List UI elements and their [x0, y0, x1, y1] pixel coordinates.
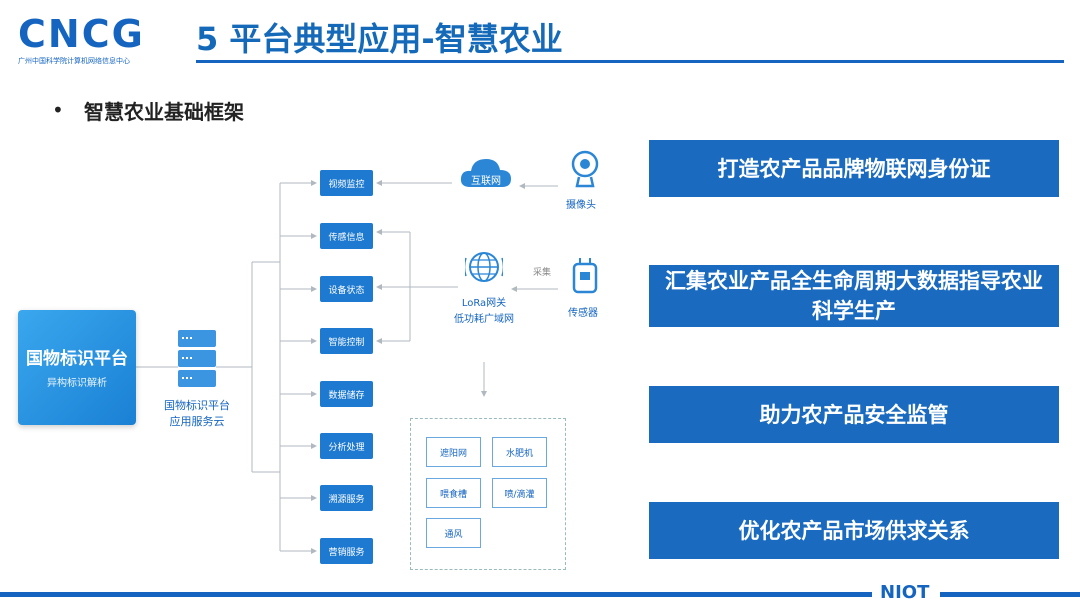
globe-icon	[465, 252, 503, 282]
section-subtitle: 智慧农业基础框架	[84, 100, 244, 124]
module-video-monitor: 视频监控	[320, 170, 373, 196]
platform-subtitle: 异构标识解析	[47, 378, 107, 389]
collect-label: 采集	[533, 268, 552, 278]
module-marketing: 营销服务	[320, 538, 373, 564]
footer-rule-left	[0, 592, 872, 597]
feature-box-2: 汇集农业产品全生命周期大数据指导农业科学生产	[649, 265, 1059, 327]
device-feeder: 喂食槽	[426, 478, 481, 508]
device-irrigation: 喷/滴灌	[492, 478, 547, 508]
logo-subtitle: 广州中国科学院计算机网络信息中心	[18, 57, 130, 65]
feature-box-4: 优化农产品市场供求关系	[649, 502, 1059, 559]
platform-title: 国物标识平台	[26, 349, 128, 369]
footer-rule-right	[940, 592, 1080, 597]
module-data-storage: 数据储存	[320, 381, 373, 407]
sensor-icon	[572, 258, 598, 294]
platform-box: 国物标识平台 异构标识解析	[18, 310, 136, 425]
footer-brand: NIOT	[880, 582, 930, 603]
device-ventilation: 通风	[426, 518, 481, 548]
sensor-label: 传感器	[568, 308, 598, 319]
cloud-icon	[460, 159, 511, 187]
cloud-service-label: 国物标识平台 应用服务云	[164, 399, 230, 428]
device-fertigation: 水肥机	[492, 437, 547, 467]
logo: CNCG	[18, 12, 145, 56]
page-title: 5 平台典型应用-智慧农业	[196, 20, 563, 58]
lora-label: LoRa网关 低功耗广域网	[454, 298, 514, 325]
module-analysis: 分析处理	[320, 433, 373, 459]
device-group	[410, 418, 566, 570]
feature-box-3: 助力农产品安全监管	[649, 386, 1059, 443]
device-shade-net: 遮阳网	[426, 437, 481, 467]
camera-label: 摄像头	[566, 200, 596, 211]
module-smart-control: 智能控制	[320, 328, 373, 354]
module-sensor-info: 传感信息	[320, 223, 373, 249]
feature-box-1: 打造农产品品牌物联网身份证	[649, 140, 1059, 197]
module-traceability: 溯源服务	[320, 485, 373, 511]
server-icon	[178, 330, 216, 388]
title-divider	[196, 60, 1064, 63]
bullet-mark: •	[52, 98, 64, 122]
internet-label: 互联网	[471, 176, 501, 187]
camera-icon	[571, 150, 599, 188]
module-device-status: 设备状态	[320, 276, 373, 302]
